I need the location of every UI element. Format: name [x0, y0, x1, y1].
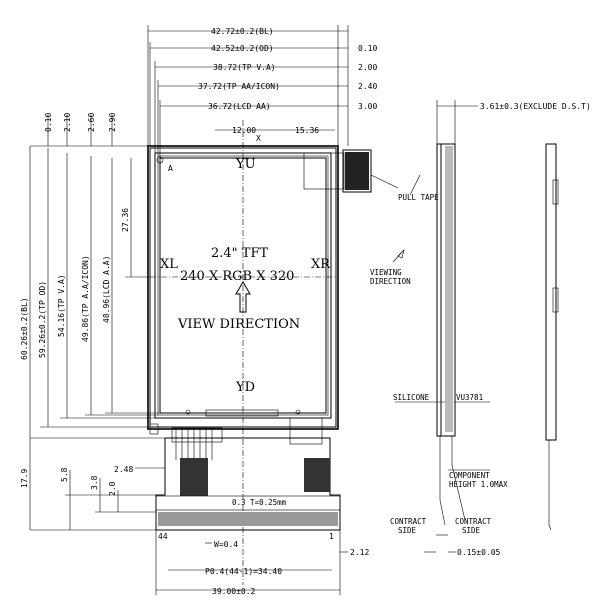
fpc-total-label: 39.00±0.2: [212, 587, 256, 596]
side-body: [436, 143, 456, 437]
fpc-a-dim: 5.8: [60, 467, 69, 482]
vert-bl-dim: 60.26±0.2(BL): [20, 297, 29, 360]
profile-fpc: [548, 440, 552, 531]
top-tpva-dim: 38.72(TP V.A): [213, 63, 276, 72]
pull-tape-leader: [370, 174, 399, 189]
fpc-dim-lines: [135, 467, 348, 595]
mark-dot-right: [295, 409, 301, 415]
component-label-2: HEIGHT 1.0MAX: [449, 480, 508, 489]
stiffener-band: [155, 495, 341, 511]
yu-label: YU: [235, 157, 256, 172]
xl-label: XL: [160, 257, 178, 272]
silicone-label: SILICONE: [393, 393, 430, 402]
vert-tpaa-dim: 49.86(TP A.A/ICON): [81, 255, 90, 342]
pull-tape-hatch: [345, 152, 369, 190]
x-mark-label: X: [256, 134, 261, 143]
stiffener-label: 0.3 T=0.25mm: [232, 498, 287, 507]
left-top-dim-b: 2.10: [63, 113, 72, 132]
offset-dim: 15.36: [295, 126, 319, 135]
fpc-traces: [175, 428, 213, 460]
fpc-ic-right: [304, 458, 330, 492]
viewing-direction-label-1: VIEWING: [370, 268, 402, 277]
profile-view: [545, 143, 559, 531]
panel-size-label: 2.4" TFT: [211, 246, 268, 261]
corner-tab-right: [289, 417, 323, 445]
contact-left-label-2: SIDE: [398, 526, 417, 535]
ic-label: VU3781: [456, 393, 483, 402]
pull-tape-label: PULL TAPE: [398, 193, 439, 202]
mark-dot-left: [185, 409, 191, 415]
fpc-ic-left: [180, 458, 208, 496]
view-arrow-icon: [235, 281, 251, 313]
fpc-bend: [171, 427, 223, 443]
top-od-dim: 42.52±0.2(OD): [211, 44, 274, 53]
resolution-label: 240 X RGB X 320: [180, 269, 294, 284]
point-a-label: A: [168, 164, 173, 173]
contact-right-label-1: CONTRACT: [455, 517, 492, 526]
profile-tab-1: [552, 179, 559, 205]
vert-center-dim: 27.36: [121, 208, 130, 232]
component-label-1: COMPONENT: [449, 471, 490, 480]
top-lcdaa-dim: 36.72(LCD AA): [208, 102, 271, 111]
left-top-dim-d: 2.90: [108, 113, 117, 132]
right-dim-4: 3.00: [358, 102, 377, 111]
half-width-dim: 12.00: [232, 126, 256, 135]
top-bl-dim: 42.72±0.2(BL): [211, 27, 274, 36]
pin-width-label: W=0.4: [214, 540, 238, 549]
profile-body: [545, 143, 557, 441]
contact-left-label-1: CONTRACT: [390, 517, 427, 526]
xr-label: XR: [311, 257, 331, 272]
pull-tape-arrow: [409, 174, 421, 196]
front-view: A YU YD XL XR 2.4" TFT 240 X RGB X 320 V…: [147, 120, 439, 585]
top-tpaa-dim: 37.72(TP AA/ICON): [198, 82, 280, 91]
lcd-edge-strip: [205, 409, 279, 417]
right-dim-2: 2.00: [358, 63, 377, 72]
side-fpc-2: [451, 436, 466, 521]
left-top-dim-c: 2.60: [87, 113, 96, 132]
fpc-total-height-dim: 17.9: [20, 469, 29, 488]
view-direction-label: VIEW DIRECTION: [177, 317, 300, 332]
pull-tape-fold: [303, 152, 345, 190]
pull-tape-pad: [342, 149, 372, 193]
pin-1-label: 1: [329, 532, 334, 541]
fpc-offset-label: 2.48: [114, 465, 133, 474]
right-dim-1: 0.10: [358, 44, 377, 53]
fpc-c-dim: 2.0: [108, 481, 117, 496]
profile-tab-2: [552, 287, 559, 313]
contact-right-label-2: SIDE: [462, 526, 481, 535]
pin-44-label: 44: [158, 532, 168, 541]
viewing-direction-label-2: DIRECTION: [370, 277, 411, 286]
viewing-direction-icon: [392, 249, 405, 263]
fpc-right-offset-label: 2.12: [350, 548, 369, 557]
thickness-dim: 3.61±0.3(EXCLUDE D.S.T): [480, 102, 591, 111]
pitch-label: P0.4(44-1)=34.40: [205, 567, 282, 576]
vert-tpva-dim: 54.16(TP V.A): [57, 274, 66, 337]
side-fpc: [439, 436, 446, 526]
left-dimensions: 60.26±0.2(BL) 59.26±0.2(TP OD) 54.16(TP …: [20, 113, 165, 531]
fpc-b-dim: 3.8: [90, 475, 99, 490]
vert-od-dim: 59.26±0.2(TP OD): [38, 281, 47, 358]
side-backlight: [445, 146, 453, 432]
contact-pads: [158, 512, 338, 526]
right-dim-3: 2.40: [358, 82, 377, 91]
top-dimensions: 42.72±0.2(BL) 42.52±0.2(OD) 38.72(TP V.A…: [147, 25, 377, 158]
fpc-thickness-dim: 0.15±0.05: [457, 548, 501, 557]
fpc-view: 0.3 T=0.25mm 44 1 W=0.4 P0.4(44-1)=34.40…: [114, 427, 369, 596]
vert-lcdaa-dim: 48.96(LCD A.A): [102, 256, 111, 323]
left-top-dim-a: 0.10: [44, 113, 53, 132]
corner-tab-left: [149, 423, 159, 435]
yd-label: YD: [235, 380, 255, 395]
side-view: 3.61±0.3(EXCLUDE D.S.T) SILICONE VU3781 …: [390, 100, 591, 557]
